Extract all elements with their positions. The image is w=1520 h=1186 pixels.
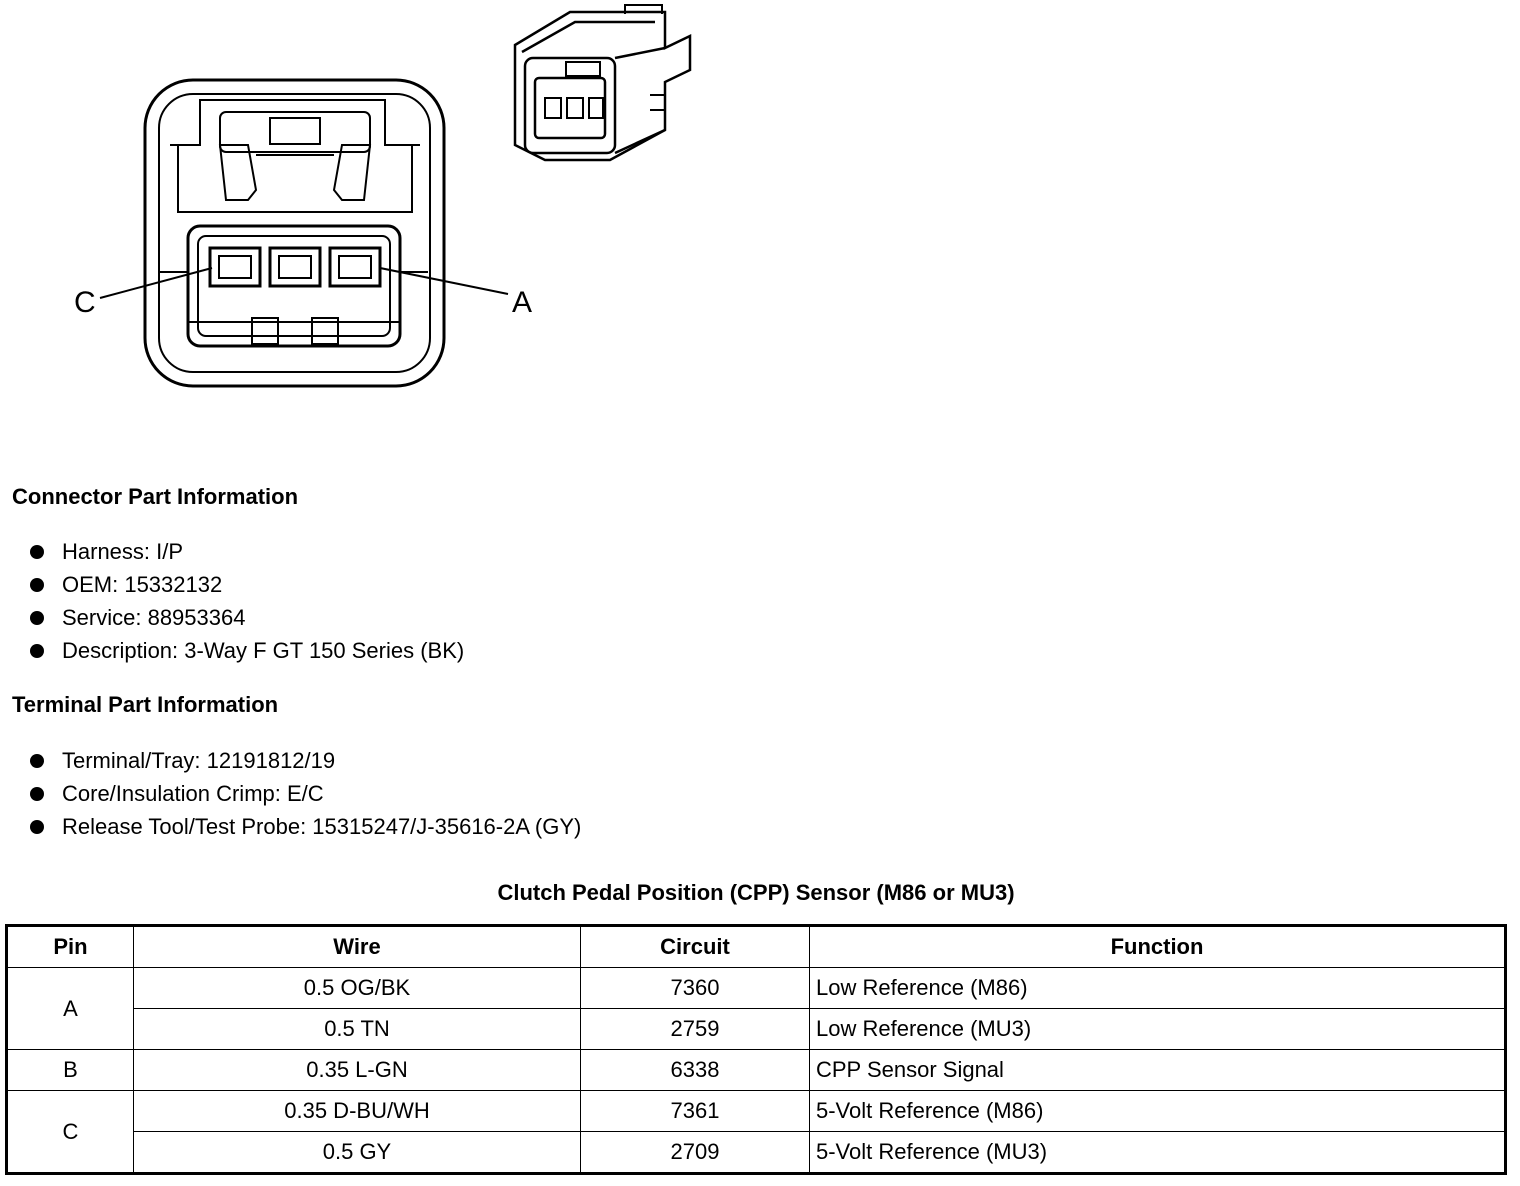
pin-cell: C <box>6 1090 134 1174</box>
circuit-cell: 6338 <box>580 1049 810 1091</box>
bullet-icon <box>30 754 44 768</box>
table-row: 0.5 GY 2709 5-Volt Reference (MU3) <box>7 1131 1506 1174</box>
connector-iso-view <box>513 4 692 162</box>
list-item-text: Release Tool/Test Probe: 15315247/J-3561… <box>62 814 582 839</box>
header-pin: Pin <box>6 925 134 968</box>
wire-cell: 0.5 GY <box>133 1131 581 1174</box>
table-header-row: Pin Wire Circuit Function <box>6 925 1506 968</box>
connector-info-list: Harness: I/P OEM: 15332132 Service: 8895… <box>28 535 464 667</box>
wire-cell: 0.5 TN <box>133 1008 581 1050</box>
table-row: A 0.5 OG/BK 7360 Low Reference (M86) <box>6 967 1506 1050</box>
list-item-text: Terminal/Tray: 12191812/19 <box>62 748 336 773</box>
header-circuit: Circuit <box>580 925 810 968</box>
function-cell: Low Reference (M86) <box>809 967 1506 1009</box>
table-row: 0.5 TN 2759 Low Reference (MU3) <box>7 1008 1506 1050</box>
list-item-text: Service: 88953364 <box>62 605 246 630</box>
wire-cell: 0.5 OG/BK <box>133 967 581 1009</box>
circuit-cell: 7361 <box>580 1090 810 1132</box>
wire-cell: 0.35 L-GN <box>133 1049 581 1091</box>
circuit-cell: 7360 <box>580 967 810 1009</box>
table-row: C 0.35 D-BU/WH 7361 5-Volt Reference (M8… <box>6 1090 1506 1174</box>
list-item: Harness: I/P <box>28 535 464 568</box>
circuit-cell: 2709 <box>580 1131 810 1174</box>
list-item: OEM: 15332132 <box>28 568 464 601</box>
list-item-text: Harness: I/P <box>62 539 184 564</box>
terminal-info-list: Terminal/Tray: 12191812/19 Core/Insulati… <box>28 744 581 843</box>
function-cell: CPP Sensor Signal <box>809 1049 1506 1091</box>
pinout-table: Pin Wire Circuit Function A 0.5 OG/BK 73… <box>5 924 1507 1175</box>
table-row: B 0.35 L-GN 6338 CPP Sensor Signal <box>6 1049 1506 1091</box>
bullet-icon <box>30 820 44 834</box>
table-title: Clutch Pedal Position (CPP) Sensor (M86 … <box>497 880 1015 905</box>
header-function: Function <box>809 925 1506 968</box>
list-item: Release Tool/Test Probe: 15315247/J-3561… <box>28 810 581 843</box>
list-item: Service: 88953364 <box>28 601 464 634</box>
function-cell: 5-Volt Reference (MU3) <box>809 1131 1506 1174</box>
bullet-icon <box>30 611 44 625</box>
wire-cell: 0.35 D-BU/WH <box>133 1090 581 1132</box>
list-item-text: OEM: 15332132 <box>62 572 223 597</box>
function-cell: Low Reference (MU3) <box>809 1008 1506 1050</box>
bullet-icon <box>30 644 44 658</box>
list-item: Description: 3-Way F GT 150 Series (BK) <box>28 634 464 667</box>
bullet-icon <box>30 787 44 801</box>
pin-cell: B <box>6 1049 134 1091</box>
list-item: Core/Insulation Crimp: E/C <box>28 777 581 810</box>
list-item-text: Core/Insulation Crimp: E/C <box>62 781 324 806</box>
pin-c-label: C <box>74 286 96 319</box>
connector-info-heading: Connector Part Information <box>12 484 299 509</box>
pin-cell: A <box>6 967 134 1050</box>
bullet-icon <box>30 545 44 559</box>
connector-face-diagram <box>99 4 692 388</box>
terminal-info-heading: Terminal Part Information <box>12 692 279 717</box>
header-wire: Wire <box>133 925 581 968</box>
function-cell: 5-Volt Reference (M86) <box>809 1090 1506 1132</box>
bullet-icon <box>30 578 44 592</box>
list-item-text: Description: 3-Way F GT 150 Series (BK) <box>62 638 465 663</box>
list-item: Terminal/Tray: 12191812/19 <box>28 744 581 777</box>
pin-a-label: A <box>512 286 533 319</box>
circuit-cell: 2759 <box>580 1008 810 1050</box>
